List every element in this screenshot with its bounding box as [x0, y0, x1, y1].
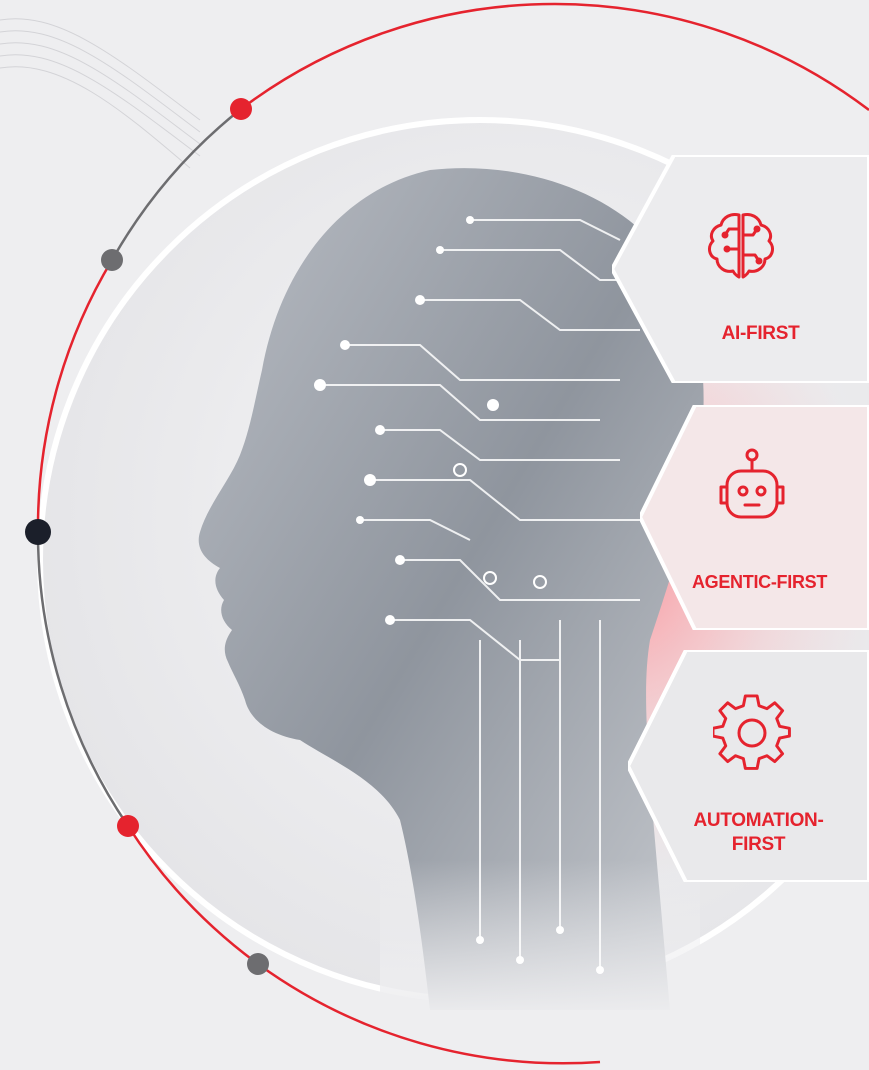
hexagon-shape: [628, 650, 869, 882]
wave-mesh-decoration: [0, 18, 201, 169]
brain-circuit-icon: [701, 205, 781, 290]
feature-card-agentic-first: AGENTIC-FIRST: [640, 405, 869, 630]
orbit-ring: [36, 2, 869, 1065]
feature-label: AI-FIRST: [721, 323, 800, 344]
gear-icon: [711, 694, 791, 777]
hexagon-shape: [612, 155, 869, 383]
neck-fade: [380, 860, 700, 1020]
feature-label: AGENTIC-FIRST: [691, 572, 828, 592]
circuit-traces: [320, 219, 650, 970]
feature-card-ai-first: AI-FIRST: [612, 155, 869, 383]
orbit-node-red: [230, 98, 252, 120]
feature-label-line1: AUTOMATION-: [693, 810, 824, 831]
human-head-silhouette: [198, 168, 704, 1011]
circuit-nodes: [314, 216, 604, 974]
robot-icon: [717, 447, 787, 536]
orbit-node-gray: [247, 953, 269, 975]
feature-card-automation-first: AUTOMATION- FIRST: [628, 650, 869, 882]
feature-label-line2: FIRST: [731, 834, 786, 855]
orbit-node-dark: [25, 519, 51, 545]
orbit-node-gray: [101, 249, 123, 271]
orbit-node-red: [117, 815, 139, 837]
